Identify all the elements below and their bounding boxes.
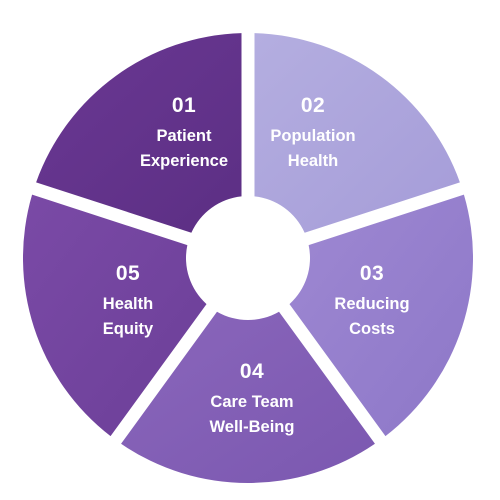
segment-number-01: 01 <box>172 94 196 117</box>
segment-number-03: 03 <box>360 262 384 285</box>
segment-label-02-line-1: Population <box>270 127 355 145</box>
segment-number-02: 02 <box>301 94 325 117</box>
wheel-segment-04 <box>22 194 207 437</box>
segment-number-05: 05 <box>116 262 140 285</box>
wheel-segment-05 <box>36 33 242 233</box>
segment-label-05-line-2: Equity <box>103 320 154 338</box>
segment-label-03-line-1: Reducing <box>334 295 409 313</box>
segment-number-04: 04 <box>240 360 264 383</box>
segment-label-01-line-1: Patient <box>156 127 212 145</box>
segment-label-02-line-2: Health <box>288 152 338 170</box>
wheel-segment-01 <box>254 33 460 233</box>
segment-label-01-line-2: Experience <box>140 152 228 170</box>
segment-label-03-line-2: Costs <box>349 320 395 338</box>
wheel-segment-02 <box>289 194 473 437</box>
segment-label-04-line-1: Care Team <box>210 393 293 411</box>
segment-label-05-line-1: Health <box>103 295 153 313</box>
segment-label-04-line-2: Well-Being <box>210 418 295 436</box>
wheel-segment-03 <box>121 311 375 484</box>
